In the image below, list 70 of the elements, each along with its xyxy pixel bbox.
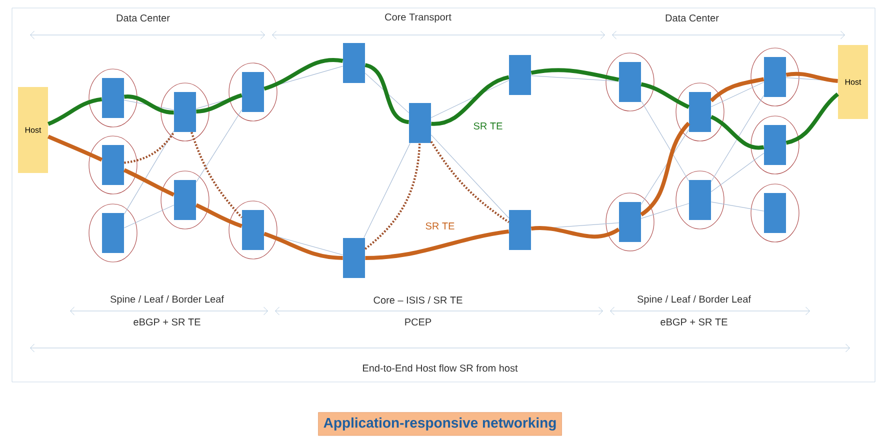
ringed-switch — [88, 136, 138, 194]
router-box — [343, 238, 365, 278]
link-line — [710, 152, 764, 192]
dotted-path — [124, 132, 175, 164]
edge-label: SR TE — [426, 222, 454, 230]
host-box: Host — [838, 45, 868, 119]
flow-path — [640, 122, 690, 216]
link-line — [530, 75, 620, 82]
ringed-switch — [88, 204, 138, 262]
flow-path — [530, 68, 620, 82]
ringed-switch — [676, 82, 724, 142]
flow-path — [264, 58, 344, 91]
ringed-switch — [606, 192, 654, 252]
section-title: Data Center — [116, 14, 170, 22]
link-line — [430, 80, 510, 118]
dotted-path — [364, 143, 421, 250]
link-line — [710, 95, 764, 182]
ringed-switch — [750, 184, 800, 242]
section-note: Spine / Leaf / Border Leaf — [110, 295, 224, 305]
link-line — [124, 130, 174, 214]
ringed-switch — [750, 116, 800, 174]
ringed-switch — [750, 48, 800, 106]
ringed-switch — [228, 200, 278, 260]
flow-path — [264, 232, 343, 260]
flow-path — [531, 226, 620, 238]
flow-path — [123, 168, 175, 197]
router-box — [509, 55, 531, 95]
flow-path — [364, 63, 410, 124]
section-title: Core Transport — [385, 13, 452, 23]
edge-label: SR TE — [474, 122, 502, 130]
section-note: Spine / Leaf / Border Leaf — [637, 295, 751, 305]
ringed-switch — [228, 62, 278, 122]
flow-path — [786, 72, 838, 83]
section-note: eBGP + SR TE — [660, 318, 728, 326]
host-box: Host — [18, 87, 48, 173]
router-box — [509, 210, 531, 250]
link-line — [710, 82, 764, 108]
caption-box: Application-responsive networking — [318, 412, 562, 436]
link-line — [640, 203, 690, 219]
ringed-switch — [676, 170, 724, 230]
section-note: eBGP + SR TE — [134, 318, 200, 326]
flow-path — [124, 94, 174, 114]
flow-path — [196, 93, 242, 114]
router-box — [343, 43, 365, 83]
link-line — [124, 204, 174, 228]
link-line — [364, 72, 410, 114]
section-note: PCEP — [405, 318, 432, 326]
flow-path — [431, 75, 510, 126]
link-line — [710, 202, 764, 212]
ringed-switch — [160, 82, 210, 142]
flow-path — [710, 77, 764, 102]
router-box — [409, 103, 431, 143]
flow-path — [47, 97, 102, 126]
section-title: Data Center — [666, 14, 719, 22]
ringed-switch — [160, 170, 210, 230]
link-line — [364, 142, 410, 238]
flow-path — [786, 92, 840, 145]
ringed-switch — [606, 52, 654, 112]
flow-path — [710, 115, 764, 150]
flow-path — [640, 82, 690, 109]
link-line — [196, 109, 242, 183]
dotted-path — [190, 132, 243, 218]
flow-path — [365, 229, 510, 260]
flow-path — [195, 203, 242, 228]
ringed-switch — [88, 68, 138, 128]
flow-path — [47, 134, 103, 162]
link-line — [640, 129, 690, 205]
section-note: End-to-End Host flow SR from host — [363, 364, 518, 372]
link-line — [640, 100, 690, 182]
section-note: Core – ISIS / SR TE — [374, 296, 462, 304]
